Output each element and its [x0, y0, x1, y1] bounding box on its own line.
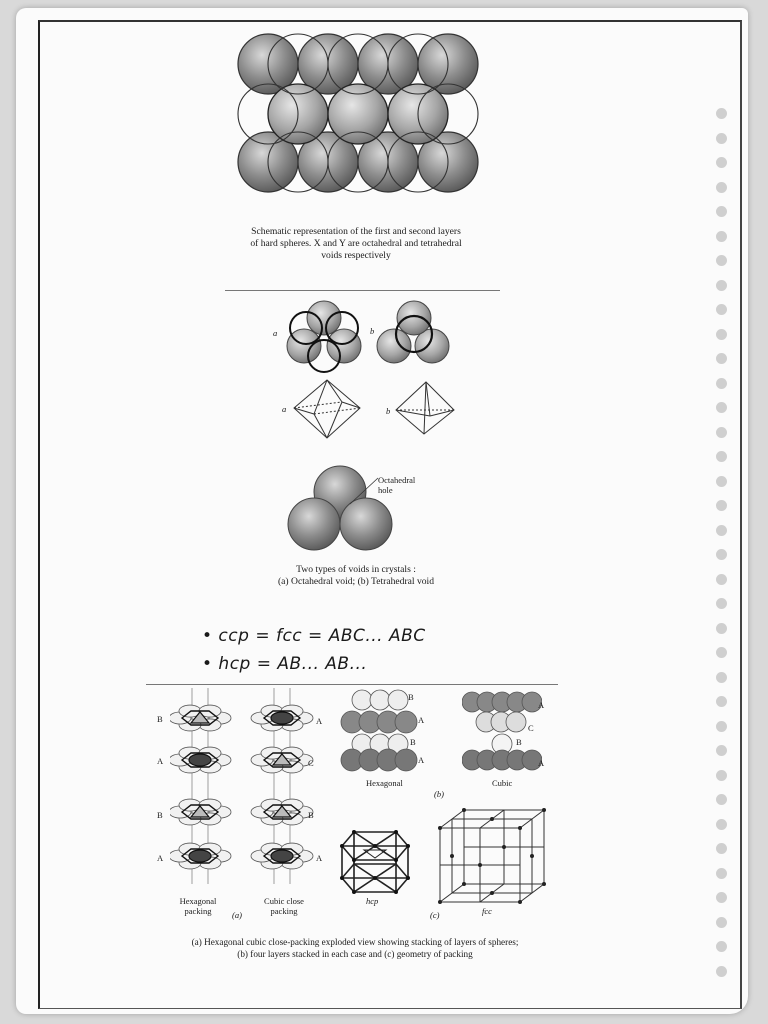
cubic-stack-label-1: C [528, 723, 534, 733]
fig1-caption-line2: of hard spheres. X and Y are octahedral … [250, 238, 462, 249]
octahedral-hole-label-line2: hole [378, 485, 393, 495]
fig3-caption-line2: (b) four layers stacked in each case and… [237, 949, 473, 959]
octahedral-hole-label-line1: Octahedral [378, 475, 416, 485]
divider [225, 290, 500, 291]
stack-right-label-3: A [316, 853, 323, 863]
octahedral-hole-spheres [287, 465, 393, 551]
cubic-close-packing-label-line1: Cubic close [264, 896, 304, 906]
stack-right-label-2: B [308, 810, 314, 820]
stack-right-label-0: A [316, 716, 323, 726]
fcc-lattice-figure [438, 808, 546, 904]
octahedron-shape [293, 379, 361, 439]
divider-2 [146, 684, 558, 685]
note-hcp: • hcp = AB... AB... [202, 654, 368, 674]
hex-stack-label-0: B [408, 692, 414, 702]
fig2-label-a: a [273, 328, 278, 338]
stack-left-label-3: A [157, 853, 164, 863]
fig3-caption: (a) Hexagonal cubic close-packing explod… [150, 936, 560, 960]
fig2-label-b: b [370, 326, 375, 336]
fig2-caption-line2: (a) Octahedral void; (b) Tetrahedral voi… [277, 576, 435, 587]
page-frame [38, 20, 742, 1009]
cubic-stack-figure [462, 691, 542, 771]
fig2-label-b2: b [386, 406, 391, 416]
note-ccp: • ccp = fcc = ABC... ABC [202, 626, 426, 646]
fig3-caption-line1: (a) Hexagonal cubic close-packing explod… [191, 937, 519, 947]
hex-stack-label-1: A [418, 715, 425, 725]
fig1-caption-line1: Schematic representation of the first an… [251, 226, 461, 237]
cubic-stack-label-0: A [538, 700, 545, 710]
fig2-label-a2: a [282, 404, 287, 414]
stack-left-label-0: B [157, 714, 163, 724]
cubic-close-packing-label-line2: packing [270, 906, 298, 916]
cubic-label: Cubic [492, 778, 513, 788]
hexagonal-stack-figure [340, 689, 418, 772]
stack-right-label-1: C [308, 758, 314, 768]
hcp-lattice-figure [340, 830, 410, 894]
fig3-label-a: (a) [232, 910, 242, 920]
fig3-label-b: (b) [434, 789, 444, 799]
hexagonal-label: Hexagonal [366, 778, 403, 788]
hexagonal-packing-label: Hexagonal packing [174, 896, 222, 916]
octahedral-hole-label: Octahedral hole [378, 475, 415, 495]
octahedral-void-spheres [286, 300, 362, 373]
tetrahedron-shape [395, 381, 455, 435]
binder-holes [716, 108, 728, 998]
hex-stack-label-2: B [410, 737, 416, 747]
exploded-stacking-figure [170, 688, 314, 884]
fig3-label-c: (c) [430, 910, 440, 920]
hexagonal-packing-label-line2: packing [184, 906, 212, 916]
hcp-label: hcp [366, 896, 379, 906]
fig2-caption-line1: Two types of voids in crystals : [296, 564, 416, 575]
tetrahedral-void-spheres [376, 300, 450, 364]
sphere-layers-figure [237, 33, 479, 193]
stack-left-label-1: A [157, 756, 164, 766]
fig1-caption: Schematic representation of the first an… [228, 226, 484, 262]
cubic-stack-label-3: A [538, 758, 545, 768]
fig2-caption: Two types of voids in crystals : (a) Oct… [236, 564, 476, 588]
stack-left-label-2: B [157, 810, 163, 820]
cubic-stack-label-2: B [516, 737, 522, 747]
hexagonal-packing-label-line1: Hexagonal [179, 896, 217, 906]
fcc-label: fcc [482, 906, 492, 916]
fig1-caption-line3: voids respectively [321, 250, 391, 261]
hex-stack-label-3: A [418, 755, 425, 765]
cubic-close-packing-label: Cubic close packing [256, 896, 312, 916]
